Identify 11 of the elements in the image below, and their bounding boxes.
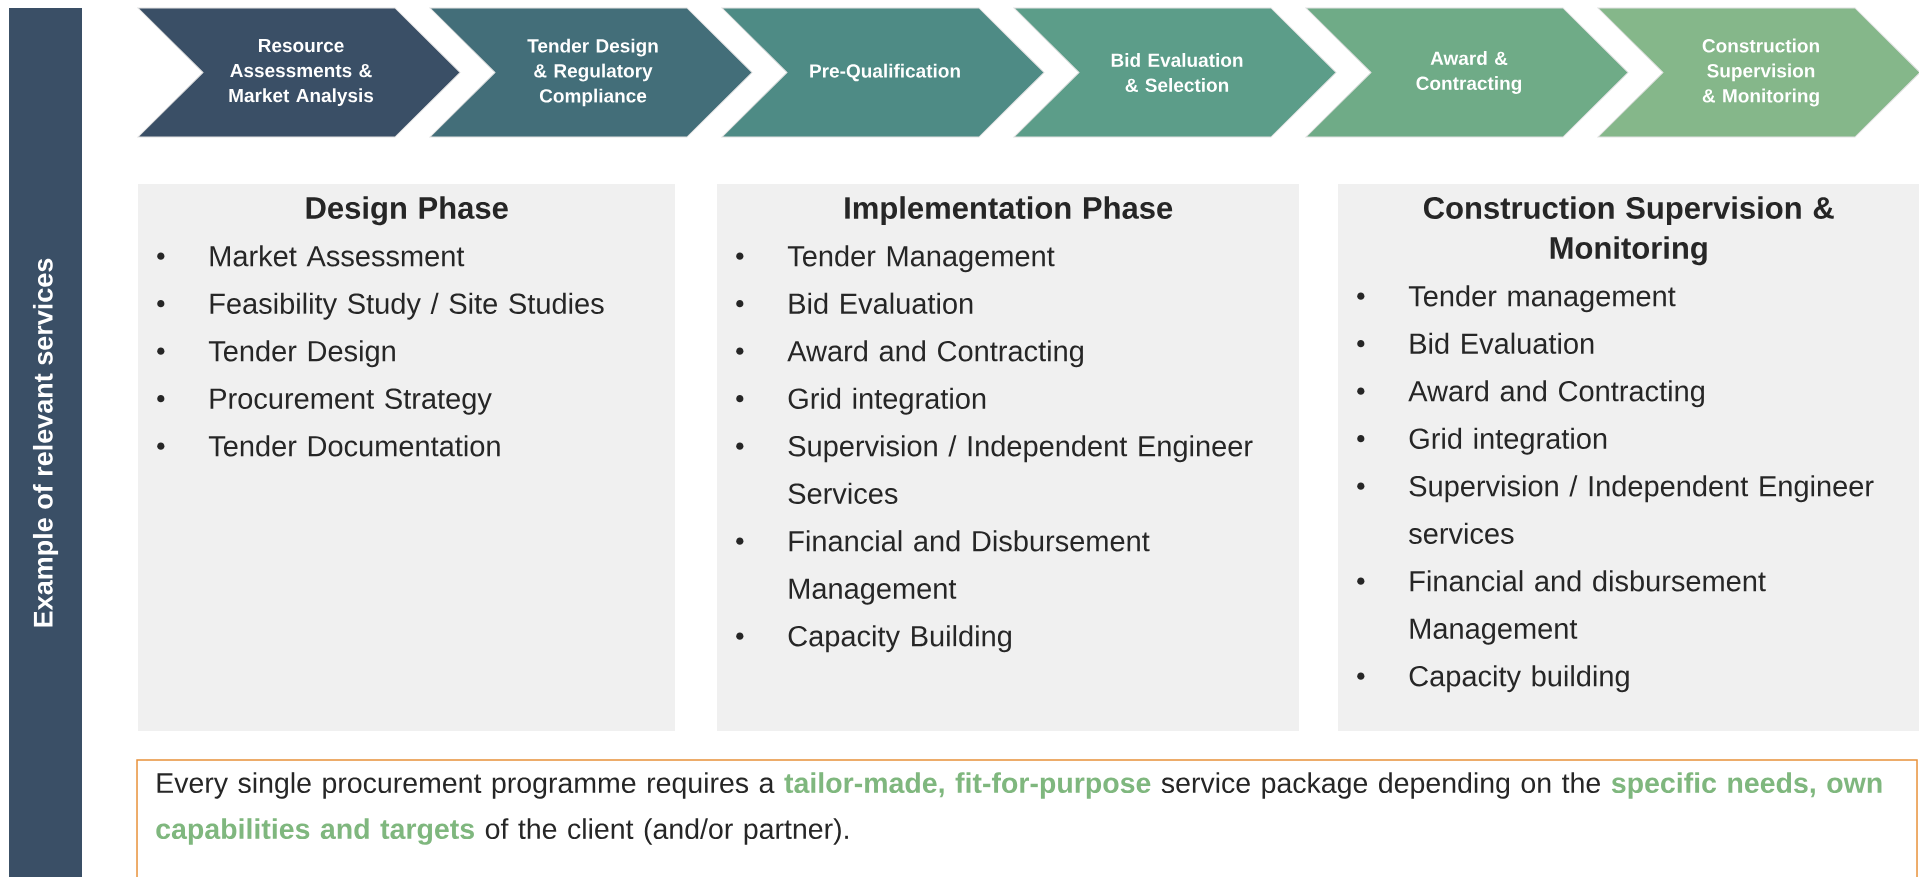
process-step: Tender Design & Regulatory Compliance: [429, 7, 753, 138]
service-panel: Design Phase Market Assessment Feasibility Study / Site Studies Tender Design Procurement Strategy Tender Documentation: [138, 184, 675, 731]
note-box: Every single procurement programme requires a tailor-made, fit-for-purpose service package depending on the specific needs, own capabilities and targets of the client (and/or partner).: [136, 759, 1918, 877]
process-step: Award & Contracting: [1305, 7, 1629, 138]
service-panel: Implementation Phase Tender Management Bid Evaluation Award and Contracting Grid integration Supervision / Independent Engineer Services Financial and Disbursement Management Capacity Building: [717, 184, 1299, 731]
process-step: Resource Assessments & Market Analysis: [137, 7, 461, 138]
process-step: Construction Supervision & Monitoring: [1597, 7, 1919, 138]
process-step: Bid Evaluation & Selection: [1013, 7, 1337, 138]
process-step: Pre-Qualification: [721, 7, 1045, 138]
service-panel: Construction Supervision & Monitoring Tender management Bid Evaluation Award and Contracting Grid integration Supervision / Independent Engineer services Financial and disbursement Management Capacity building: [1338, 184, 1919, 731]
side-bar: Example of relevant services: [9, 8, 82, 877]
